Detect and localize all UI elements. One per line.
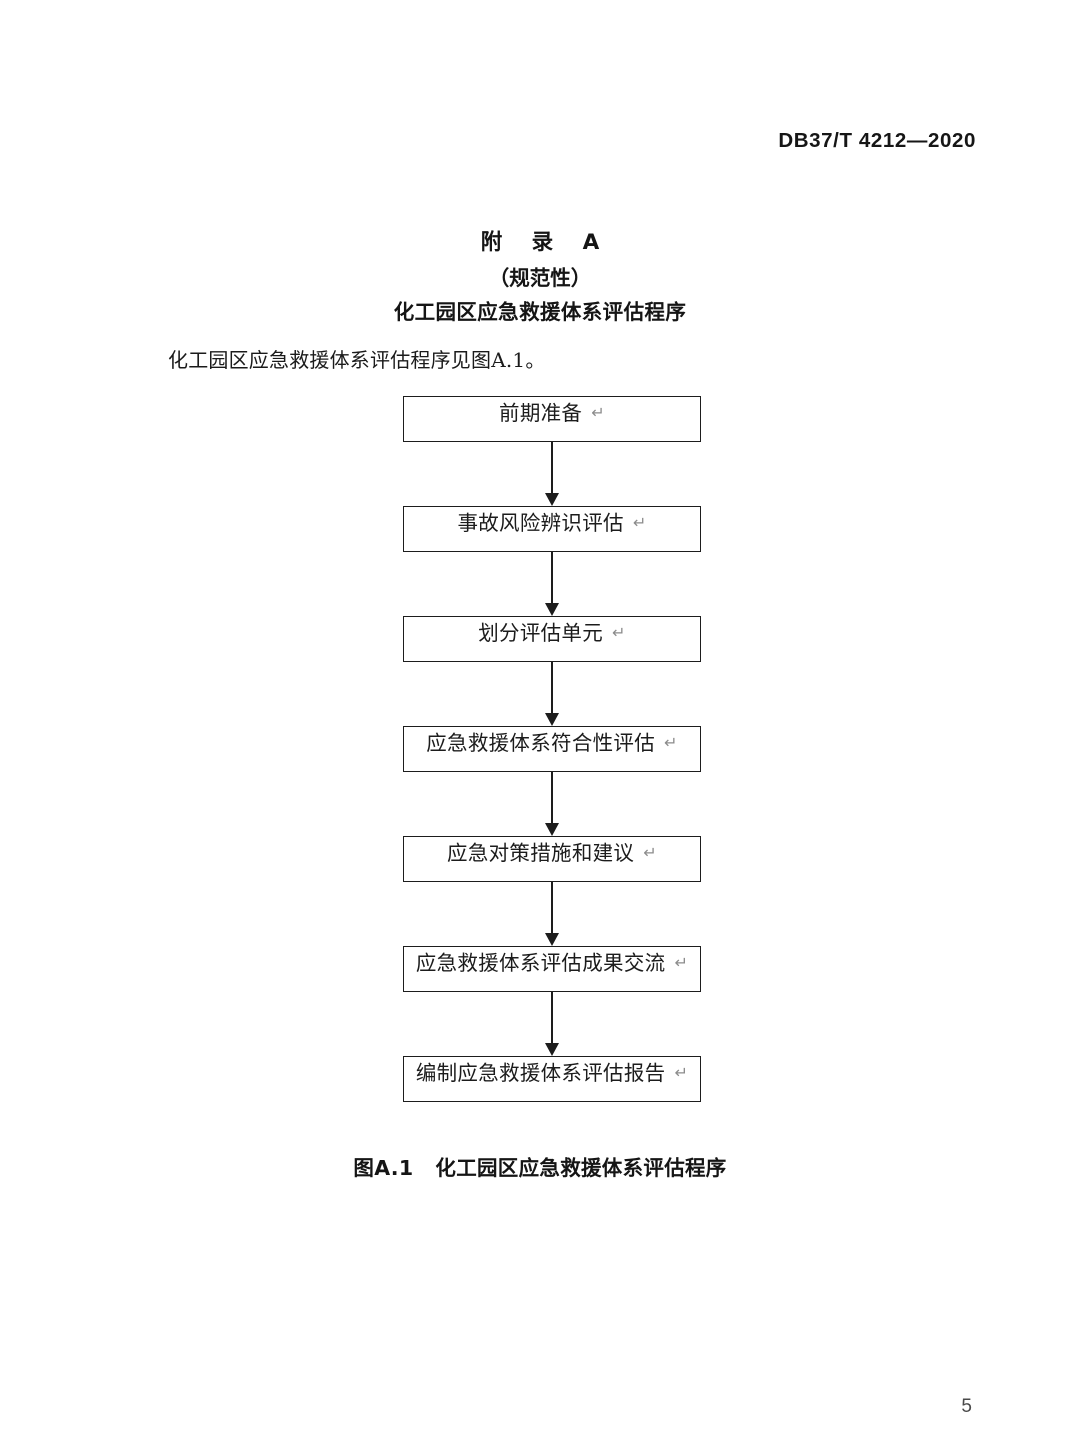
connector-line <box>551 552 554 605</box>
carriage-return-icon: ↵ <box>674 1063 689 1082</box>
connector-line <box>551 992 554 1045</box>
flow-node: 应急救援体系符合性评估 ↵ <box>403 726 701 772</box>
flow-node-text: 应急对策措施和建议 ↵ <box>404 840 700 868</box>
carriage-return-icon: ↵ <box>643 843 657 862</box>
flow-node: 应急救援体系评估成果交流 ↵ <box>403 946 701 992</box>
flow-node: 划分评估单元 ↵ <box>403 616 701 662</box>
flow-connector-arrow <box>403 442 701 506</box>
carriage-return-icon: ↵ <box>674 953 689 972</box>
intro-paragraph: 化工园区应急救援体系评估程序见图A.1。 <box>168 348 546 372</box>
flow-node-label: 应急救援体系符合性评估 <box>426 731 656 755</box>
carriage-return-icon: ↵ <box>612 623 626 642</box>
flow-node: 事故风险辨识评估 ↵ <box>403 506 701 552</box>
flow-connector-arrow <box>403 662 701 726</box>
appendix-name: 化工园区应急救援体系评估程序 <box>393 300 687 324</box>
flow-connector-arrow <box>403 882 701 946</box>
flow-node-label: 前期准备 <box>499 401 583 425</box>
carriage-return-icon: ↵ <box>632 513 647 532</box>
figure-caption: 图A.1 化工园区应急救援体系评估程序 <box>0 1151 1080 1181</box>
flow-connector-arrow <box>403 992 701 1056</box>
arrowhead-icon <box>545 493 559 506</box>
flow-connector-arrow <box>403 772 701 836</box>
flow-node-text: 应急救援体系符合性评估 ↵ <box>404 730 700 758</box>
connector-line <box>551 772 554 825</box>
arrowhead-icon <box>545 933 559 946</box>
flow-node-text: 划分评估单元 ↵ <box>404 620 700 648</box>
flow-node-label: 事故风险辨识评估 <box>457 511 624 535</box>
appendix-title-block: 附 录 A （规范性） 化工园区应急救援体系评估程序 <box>0 228 1080 328</box>
arrowhead-icon <box>545 603 559 616</box>
arrowhead-icon <box>545 823 559 836</box>
flow-node: 编制应急救援体系评估报告 ↵ <box>403 1056 701 1102</box>
appendix-kind: （规范性） <box>488 266 592 290</box>
carriage-return-icon: ↵ <box>664 733 678 752</box>
connector-line <box>551 442 554 495</box>
connector-line <box>551 662 554 715</box>
figure-number: 图A.1 <box>353 1156 414 1180</box>
page-number: 5 <box>961 1396 972 1417</box>
figure-title: 化工园区应急救援体系评估程序 <box>435 1156 727 1180</box>
flow-node-text: 应急救援体系评估成果交流 ↵ <box>404 950 700 978</box>
evaluation-procedure-flowchart: 前期准备 ↵ 事故风险辨识评估 ↵ 划分评估单元 ↵ 应急救援体系符合性评估 ↵ 应急对… <box>403 396 703 1102</box>
flow-node: 应急对策措施和建议 ↵ <box>403 836 701 882</box>
appendix-label: 附 录 A <box>480 230 611 255</box>
flow-connector-arrow <box>403 552 701 616</box>
arrowhead-icon <box>545 1043 559 1056</box>
flow-node: 前期准备 ↵ <box>403 396 701 442</box>
flow-node-label: 编制应急救援体系评估报告 <box>415 1061 666 1085</box>
carriage-return-icon: ↵ <box>591 403 605 422</box>
flow-node-text: 前期准备 ↵ <box>404 400 700 428</box>
flow-node-label: 应急救援体系评估成果交流 <box>415 951 666 975</box>
flow-node-label: 应急对策措施和建议 <box>447 841 635 865</box>
flow-node-text: 事故风险辨识评估 ↵ <box>404 510 700 538</box>
flow-node-text: 编制应急救援体系评估报告 ↵ <box>404 1060 700 1088</box>
running-header-standard-code: DB37/T 4212—2020 <box>778 129 976 152</box>
arrowhead-icon <box>545 713 559 726</box>
flow-node-label: 划分评估单元 <box>478 621 604 645</box>
connector-line <box>551 882 554 935</box>
